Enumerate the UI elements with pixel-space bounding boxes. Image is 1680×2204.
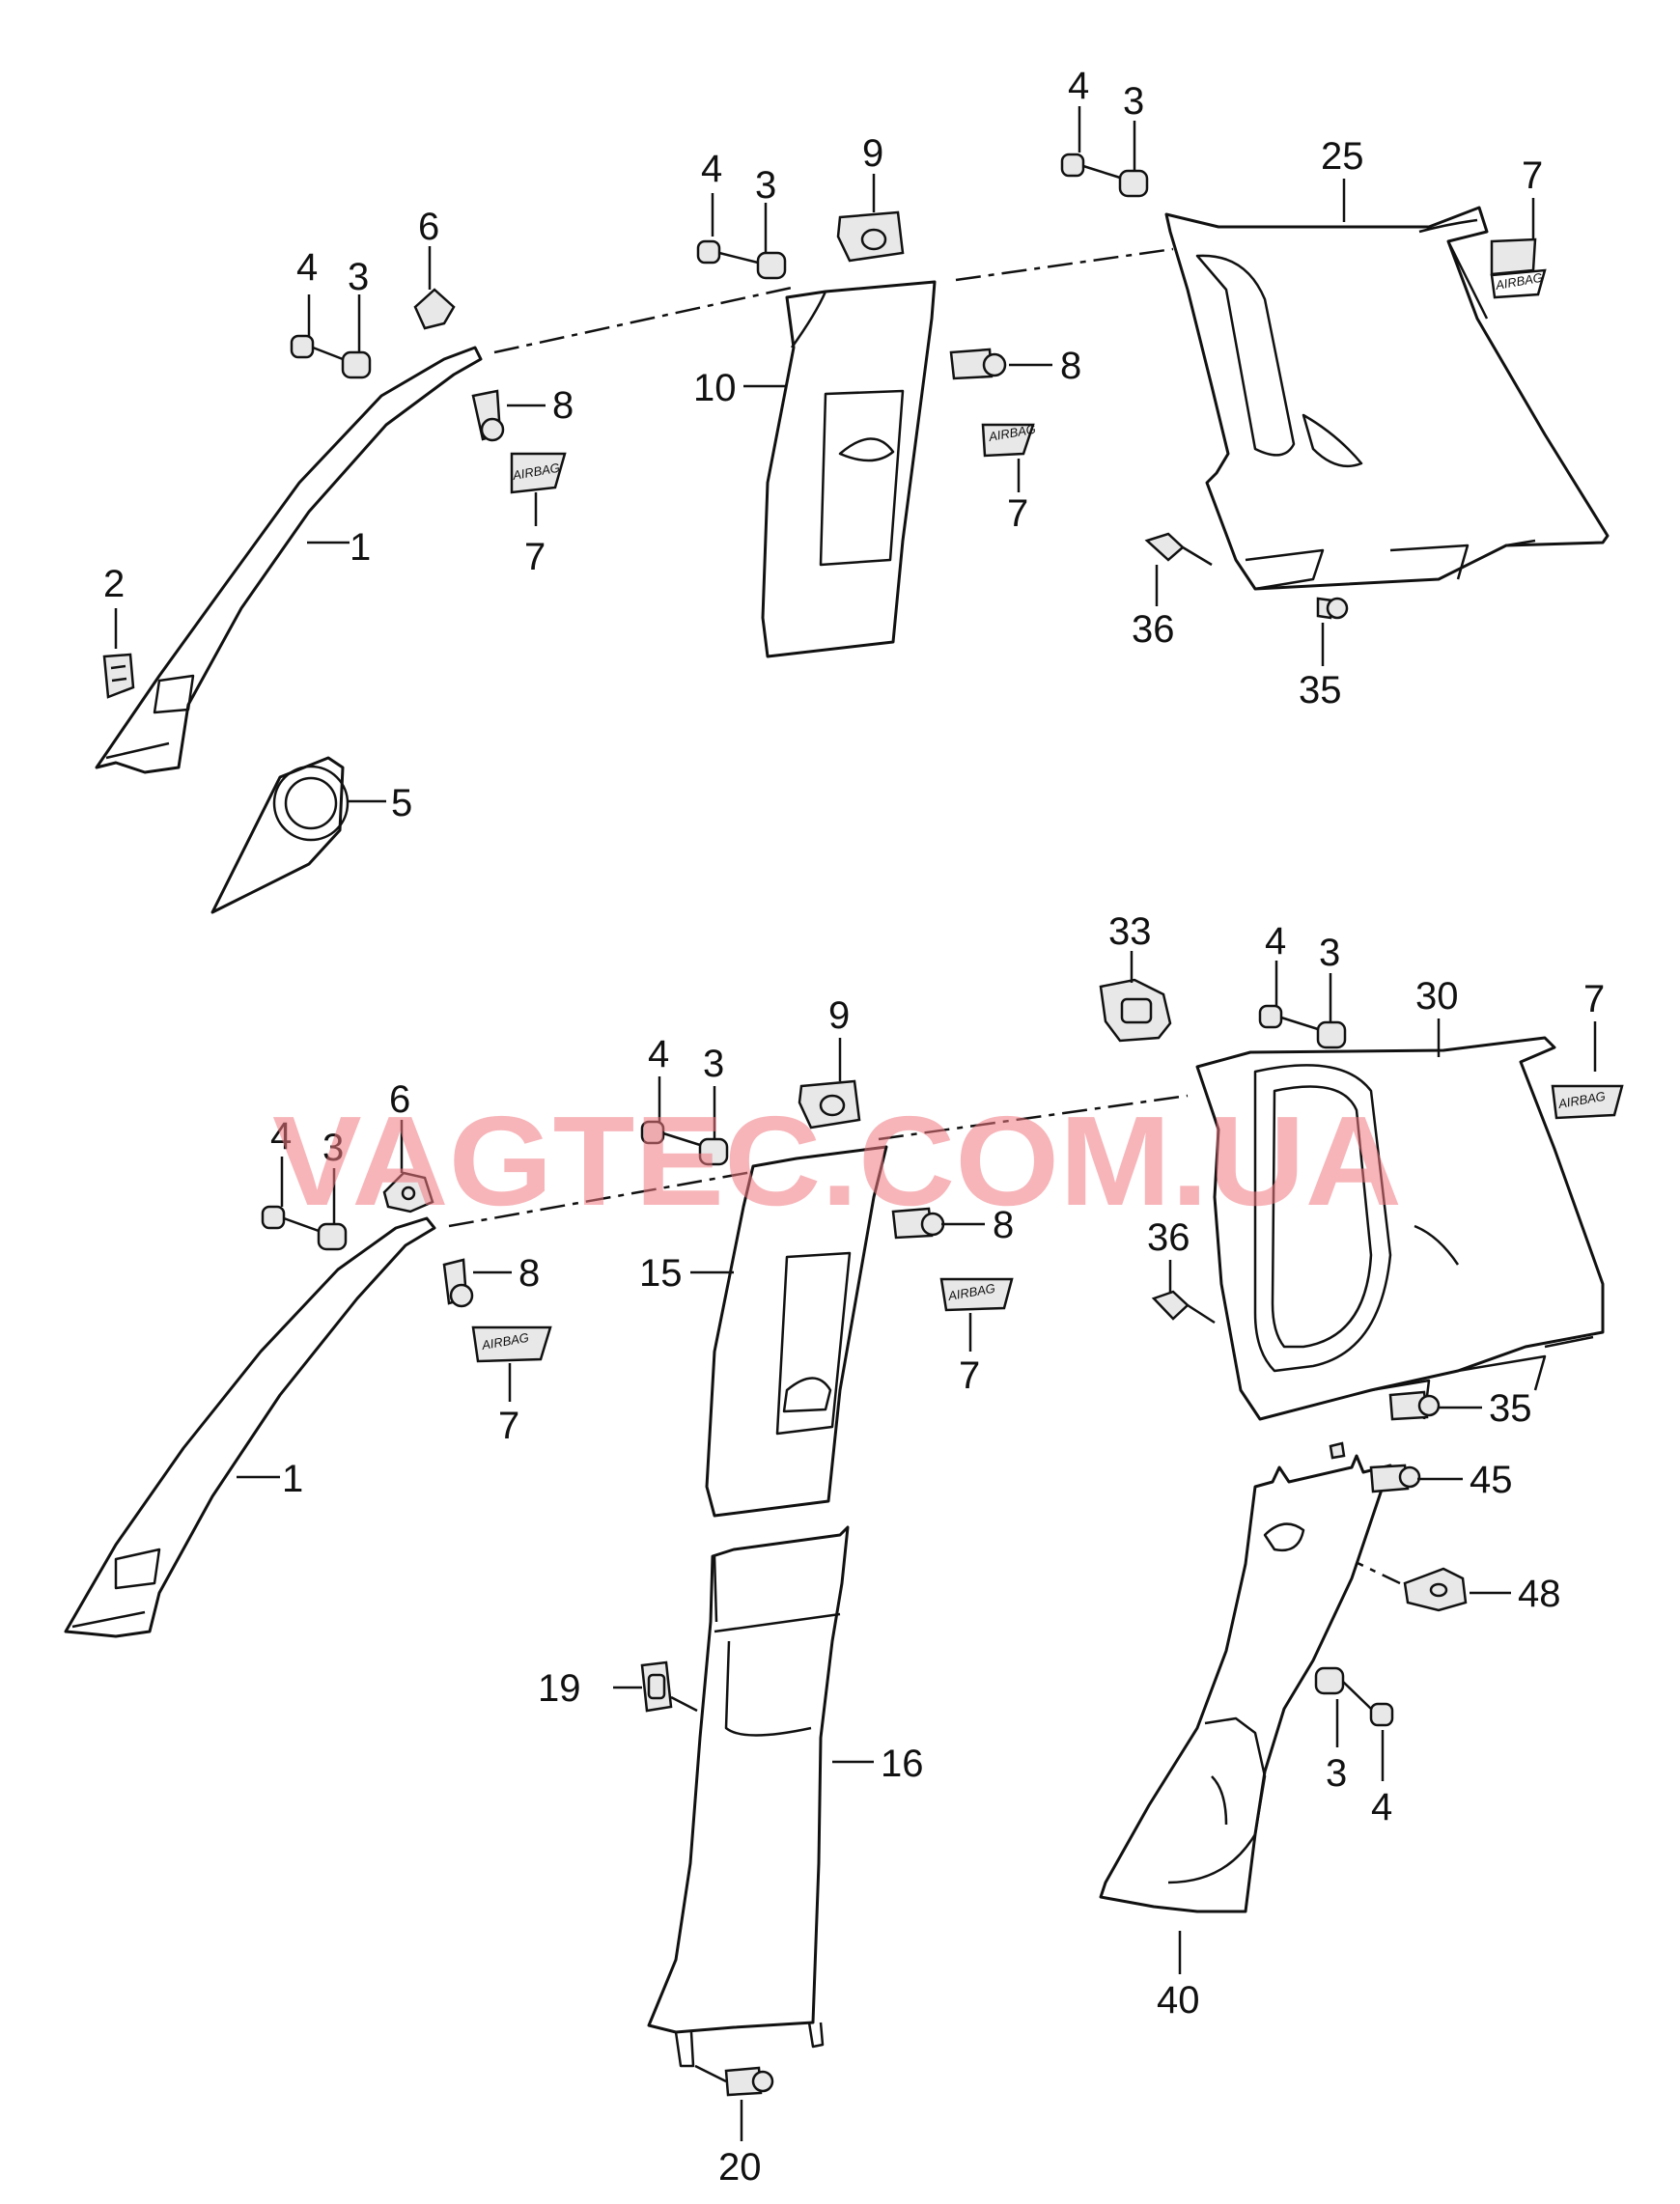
clip-19 xyxy=(640,1660,673,1713)
b-pillar-trim-upper-10 xyxy=(761,280,937,658)
watermark-text: VAGTEC.COM.UA xyxy=(272,1090,1402,1232)
callout-30-bottom: 30 xyxy=(1415,975,1459,1018)
callout-33-bottom: 33 xyxy=(1108,910,1152,953)
fasteners-bottom xyxy=(261,1004,1624,2097)
callout-3c-top: 3 xyxy=(1123,80,1144,123)
cap-48 xyxy=(1403,1567,1468,1612)
alignment-line-top xyxy=(493,247,1174,354)
clip-2 xyxy=(102,653,135,699)
callout-5-top: 5 xyxy=(391,782,412,824)
callout-4d-bottom: 4 xyxy=(1371,1786,1392,1828)
callout-4c-top: 4 xyxy=(1068,65,1089,107)
callout-9-bottom: 9 xyxy=(828,994,850,1037)
callout-6-top: 6 xyxy=(418,206,439,248)
callout-3c-bottom: 3 xyxy=(1319,932,1340,974)
callout-36-top: 36 xyxy=(1132,608,1175,651)
callout-3a-top: 3 xyxy=(348,256,369,298)
callout-4b-top: 4 xyxy=(701,148,722,190)
leader-lines xyxy=(114,106,1597,2141)
callout-15-bottom: 15 xyxy=(639,1252,683,1295)
callout-8a-top: 8 xyxy=(552,384,574,427)
callout-8a-bottom: 8 xyxy=(518,1252,540,1295)
airbag-badge-top-3 xyxy=(1490,268,1547,299)
callout-7b-bottom: 7 xyxy=(959,1354,980,1397)
quarter-trim-top-25 xyxy=(1164,206,1610,591)
b-pillar-trim-lower-16 xyxy=(647,1525,850,2068)
callout-48-bottom: 48 xyxy=(1518,1573,1561,1615)
callouts: 1 2 3 4 5 6 7 8 3 4 9 10 8 7 4 3 25 7 36… xyxy=(103,65,1605,2189)
callout-4a-bottom: 4 xyxy=(270,1115,292,1158)
callout-6-bottom: 6 xyxy=(389,1078,410,1121)
callout-7a-bottom: 7 xyxy=(498,1405,519,1447)
callout-4b-bottom: 4 xyxy=(648,1033,669,1075)
callout-35-bottom: 35 xyxy=(1489,1387,1532,1430)
clip-33 xyxy=(1099,978,1172,1043)
callout-19-bottom: 19 xyxy=(538,1667,581,1710)
callout-3d-bottom: 3 xyxy=(1326,1752,1347,1795)
callout-7b-top: 7 xyxy=(1007,492,1028,535)
callout-45-bottom: 45 xyxy=(1470,1459,1513,1501)
callout-35-top: 35 xyxy=(1299,669,1342,711)
b-pillar-trim-upper-15 xyxy=(705,1145,888,1518)
callout-40-bottom: 40 xyxy=(1157,1979,1200,2022)
a-pillar-trim-bottom xyxy=(64,1216,436,1638)
clip-9-top xyxy=(836,210,905,263)
a-pillar-trim-top xyxy=(95,346,483,774)
callout-2-top: 2 xyxy=(103,563,125,605)
pillar-lower-trim-40 xyxy=(1099,1454,1392,1913)
callout-10-top: 10 xyxy=(693,367,737,409)
callout-8b-bottom: 8 xyxy=(993,1204,1014,1246)
quarter-trim-bottom-30 xyxy=(1195,1036,1605,1421)
callout-4a-top: 4 xyxy=(296,246,318,289)
fasteners-top xyxy=(290,153,1537,620)
callout-3a-bottom: 3 xyxy=(322,1127,344,1169)
callout-7c-top: 7 xyxy=(1522,154,1543,197)
callout-8b-top: 8 xyxy=(1060,345,1081,387)
callout-1-top: 1 xyxy=(350,526,371,569)
speaker-cover-5 xyxy=(210,756,350,914)
callout-16-bottom: 16 xyxy=(881,1743,924,1785)
callout-36-bottom: 36 xyxy=(1147,1216,1190,1259)
callout-7a-top: 7 xyxy=(524,536,546,578)
callout-1-bottom: 1 xyxy=(282,1458,303,1500)
alignment-line-bottom xyxy=(448,1094,1189,1228)
callout-7c-bottom: 7 xyxy=(1583,978,1605,1020)
callout-25-top: 25 xyxy=(1321,135,1364,178)
callout-20-bottom: 20 xyxy=(718,2146,762,2189)
callout-3b-top: 3 xyxy=(755,164,776,207)
callout-9-top: 9 xyxy=(862,132,883,175)
callout-3b-bottom: 3 xyxy=(703,1043,724,1085)
callout-4c-bottom: 4 xyxy=(1265,920,1286,963)
